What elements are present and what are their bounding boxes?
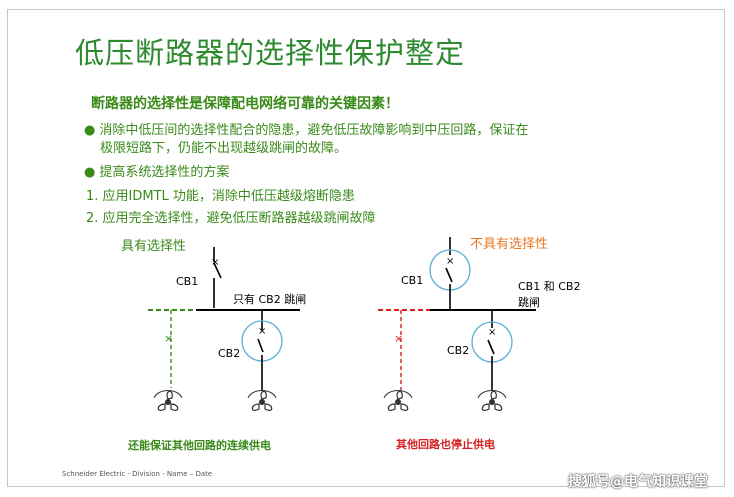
left-caption: 还能保证其他回路的连续供电 bbox=[127, 438, 271, 452]
left-cb2-label: CB2 bbox=[218, 347, 240, 360]
right-cb1-label: CB1 bbox=[401, 274, 423, 287]
right-fan-1-icon bbox=[383, 390, 413, 411]
bullet-2: ●提高系统选择性的方案 bbox=[84, 161, 229, 180]
bullet-2-text: 提高系统选择性的方案 bbox=[99, 165, 230, 180]
right-cb2-label: CB2 bbox=[447, 344, 469, 357]
left-cb1-label: CB1 bbox=[176, 275, 198, 288]
left-fan-1-icon bbox=[153, 390, 183, 411]
watermark: 搜狐号@电气知识课堂 bbox=[568, 474, 708, 490]
right-note-line-2: 跳闸 bbox=[518, 295, 540, 309]
slide-title: 低压断路器的选择性保护整定 bbox=[75, 36, 466, 70]
bullet-dot-icon: ● bbox=[84, 123, 96, 138]
left-cb1-contact bbox=[213, 262, 222, 279]
left-note: 只有 CB2 跳闸 bbox=[233, 292, 306, 306]
right-cb1-cross-icon: × bbox=[446, 256, 454, 267]
left-diagram: 具有选择性 × CB1 只有 CB2 跳闸 × × CB2 bbox=[121, 239, 306, 452]
bullet-1-line-2: 极限短路下，仍能不出现越级跳闸的故障。 bbox=[100, 141, 348, 156]
left-green-cross-icon: × bbox=[164, 332, 173, 345]
bullet-1: ●消除中低压间的选择性配合的隐患，避免低压故障影响到中压回路，保证在 bbox=[84, 119, 528, 138]
bullet-dot-icon: ● bbox=[84, 165, 96, 180]
headline: 断路器的选择性是保障配电网络可靠的关键因素！ bbox=[91, 96, 399, 112]
right-fan-2-icon bbox=[477, 390, 507, 411]
right-red-cross-icon: × bbox=[394, 332, 403, 345]
bullet-1-line-1: 消除中低压间的选择性配合的隐患，避免低压故障影响到中压回路，保证在 bbox=[99, 123, 529, 138]
slide-frame bbox=[7, 9, 725, 487]
right-caption: 其他回路也停止供电 bbox=[396, 437, 495, 451]
left-cb2-contact bbox=[257, 338, 264, 353]
right-cb2-contact bbox=[487, 339, 495, 355]
left-cb2-cross-icon: × bbox=[258, 326, 266, 337]
numbered-2: 2. 应用完全选择性，避免低压断路器越级跳闸故障 bbox=[86, 211, 376, 226]
right-diagram: 不具有选择性 × CB1 CB1 和 CB2 跳闸 × × CB2 bbox=[378, 237, 580, 451]
left-fan-2-icon bbox=[247, 390, 277, 411]
numbered-1: 1. 应用IDMTL 功能，消除中低压越级熔断隐患 bbox=[86, 189, 355, 204]
right-cb2-cross-icon: × bbox=[488, 327, 496, 338]
right-note-line-1: CB1 和 CB2 bbox=[518, 280, 580, 293]
right-heading: 不具有选择性 bbox=[470, 237, 548, 252]
right-cb1-contact bbox=[445, 267, 453, 283]
left-cb1-cross-icon: × bbox=[211, 257, 219, 268]
left-heading: 具有选择性 bbox=[121, 239, 186, 254]
slide-footer: Schneider Electric - Division - Name – D… bbox=[62, 470, 213, 478]
